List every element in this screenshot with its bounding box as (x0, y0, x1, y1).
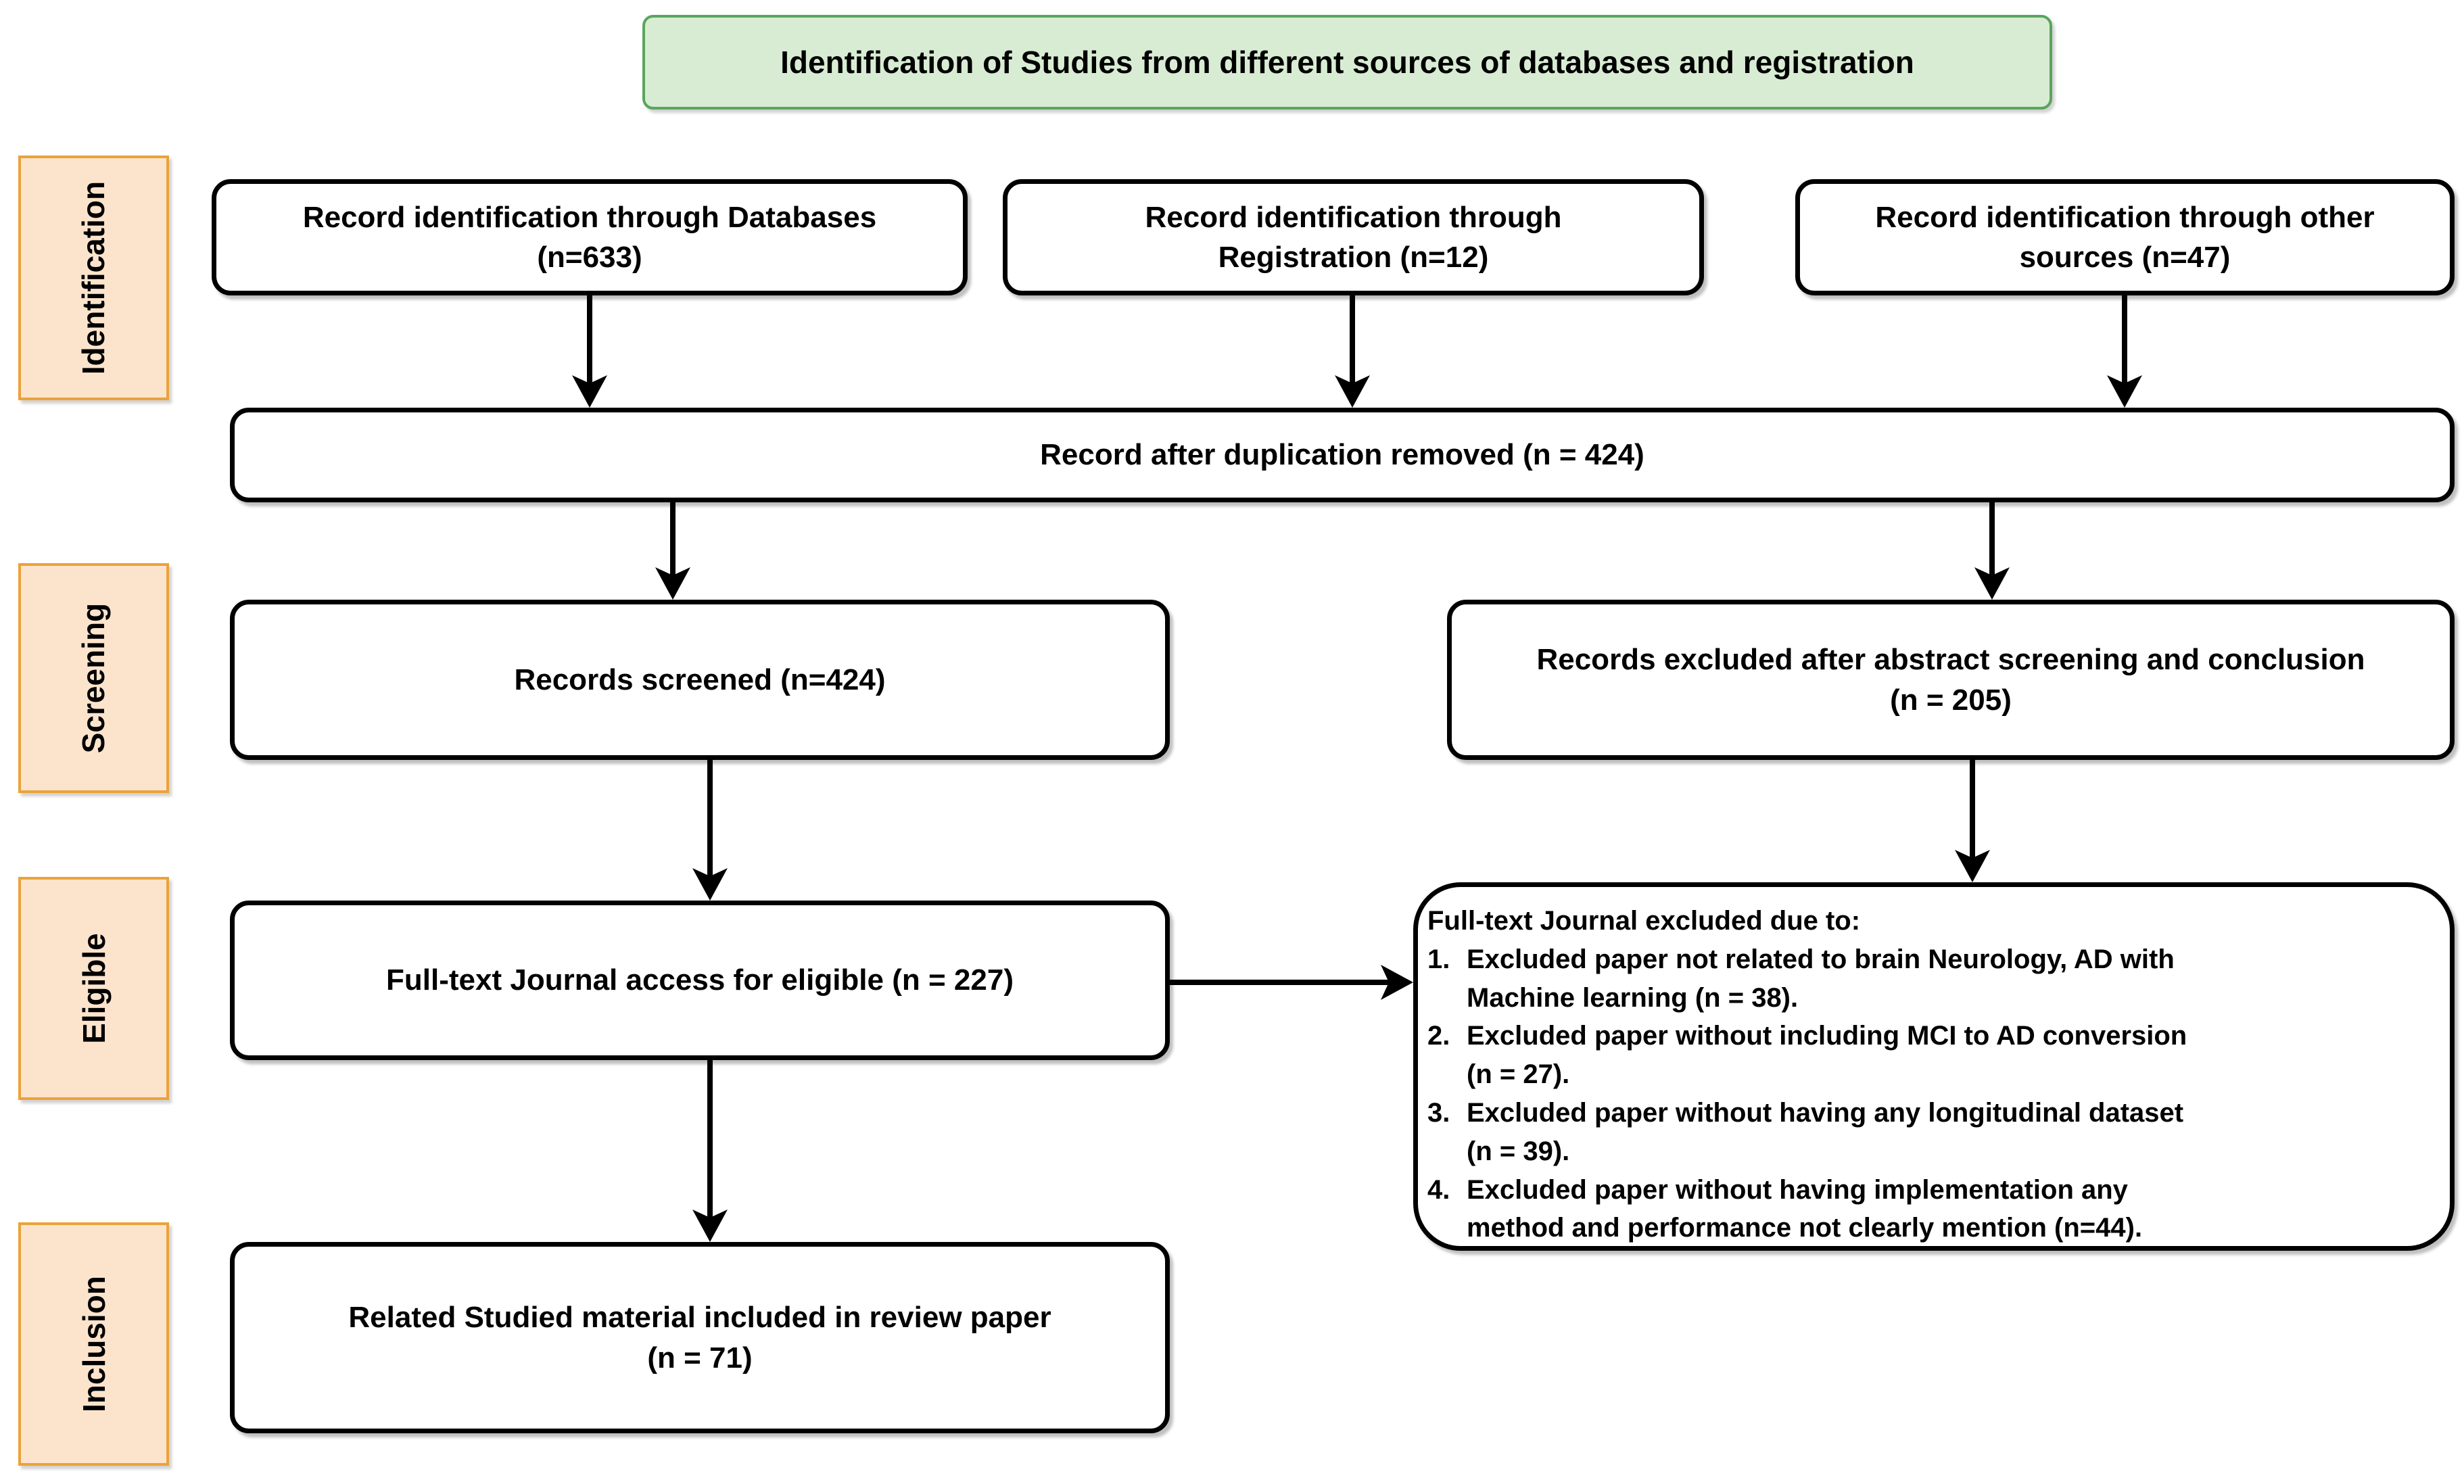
node-record-identification-other-sources: Record identification through other sour… (1795, 179, 2455, 295)
node-databases-text: Record identification through Databases … (302, 200, 877, 274)
exclusion-item-text: Excluded paper not related to brain Neur… (1467, 944, 2175, 1013)
node-fulltext-text: Full-text Journal access for eligible (n… (386, 963, 1014, 997)
arrow-databases-to-dedup (572, 295, 607, 408)
arrow-screened-to-fulltext (692, 760, 728, 901)
node-included-in-review: Related Studied material included in rev… (230, 1242, 1170, 1433)
arrow-dedup-to-excluded (1974, 502, 2010, 600)
node-record-identification-databases: Record identification through Databases … (212, 179, 968, 295)
arrow-fulltext-to-included (692, 1060, 728, 1242)
node-registration-text: Record identification through Registrati… (1145, 200, 1562, 274)
node-included-text: Related Studied material included in rev… (348, 1301, 1051, 1374)
exclusion-item-text: Excluded paper without including MCI to … (1467, 1021, 2187, 1090)
exclusion-item-number: 1. (1427, 944, 1450, 974)
arrow-registration-to-dedup (1335, 295, 1370, 408)
exclusion-reason-item: 3. Excluded paper without having any long… (1427, 1094, 2432, 1171)
diagram-title-text: Identification of Studies from different… (780, 44, 1914, 80)
node-fulltext-access-eligible: Full-text Journal access for eligible (n… (230, 901, 1170, 1060)
exclusion-reason-item: 2. Excluded paper without including MCI t… (1427, 1017, 2432, 1094)
exclusion-item-text: Excluded paper without having implementa… (1467, 1174, 2143, 1243)
diagram-title: Identification of Studies from different… (642, 15, 2052, 110)
exclusion-item-number: 3. (1427, 1097, 1450, 1128)
node-record-identification-registration: Record identification through Registrati… (1003, 179, 1704, 295)
node-records-excluded-abstract: Records excluded after abstract screenin… (1447, 600, 2455, 760)
node-dedup-text: Record after duplication removed (n = 42… (1040, 438, 1644, 472)
stage-label-inclusion: Inclusion (18, 1222, 169, 1466)
node-record-after-duplication-removed: Record after duplication removed (n = 42… (230, 408, 2455, 502)
stage-label-screening: Screening (18, 563, 169, 793)
stage-label-identification: Identification (18, 155, 169, 400)
exclusion-reason-item: 1. Excluded paper not related to brain Ne… (1427, 940, 2432, 1018)
exclusion-reasons-title: Full-text Journal excluded due to: (1427, 906, 1861, 936)
exclusion-reason-item: 4. Excluded paper without having implemen… (1427, 1171, 2432, 1248)
exclusion-item-number: 4. (1427, 1174, 1450, 1205)
arrow-dedup-to-screened (655, 502, 690, 600)
stage-label-eligible: Eligible (18, 877, 169, 1100)
node-other-sources-text: Record identification through other sour… (1875, 200, 2375, 274)
arrow-other-sources-to-dedup (2107, 295, 2142, 408)
arrow-fulltext-to-exclusion-reasons (1170, 965, 1413, 1000)
node-records-screened: Records screened (n=424) (230, 600, 1170, 760)
exclusion-item-number: 2. (1427, 1021, 1450, 1051)
exclusion-item-text: Excluded paper without having any longit… (1467, 1097, 2184, 1166)
node-excluded-abstract-text: Records excluded after abstract screenin… (1536, 643, 2365, 717)
arrow-excluded-to-exclusion-reasons (1955, 760, 1990, 882)
node-screened-text: Records screened (n=424) (514, 663, 886, 696)
node-fulltext-exclusion-reasons: Full-text Journal excluded due to: 1. Exc… (1413, 882, 2455, 1251)
